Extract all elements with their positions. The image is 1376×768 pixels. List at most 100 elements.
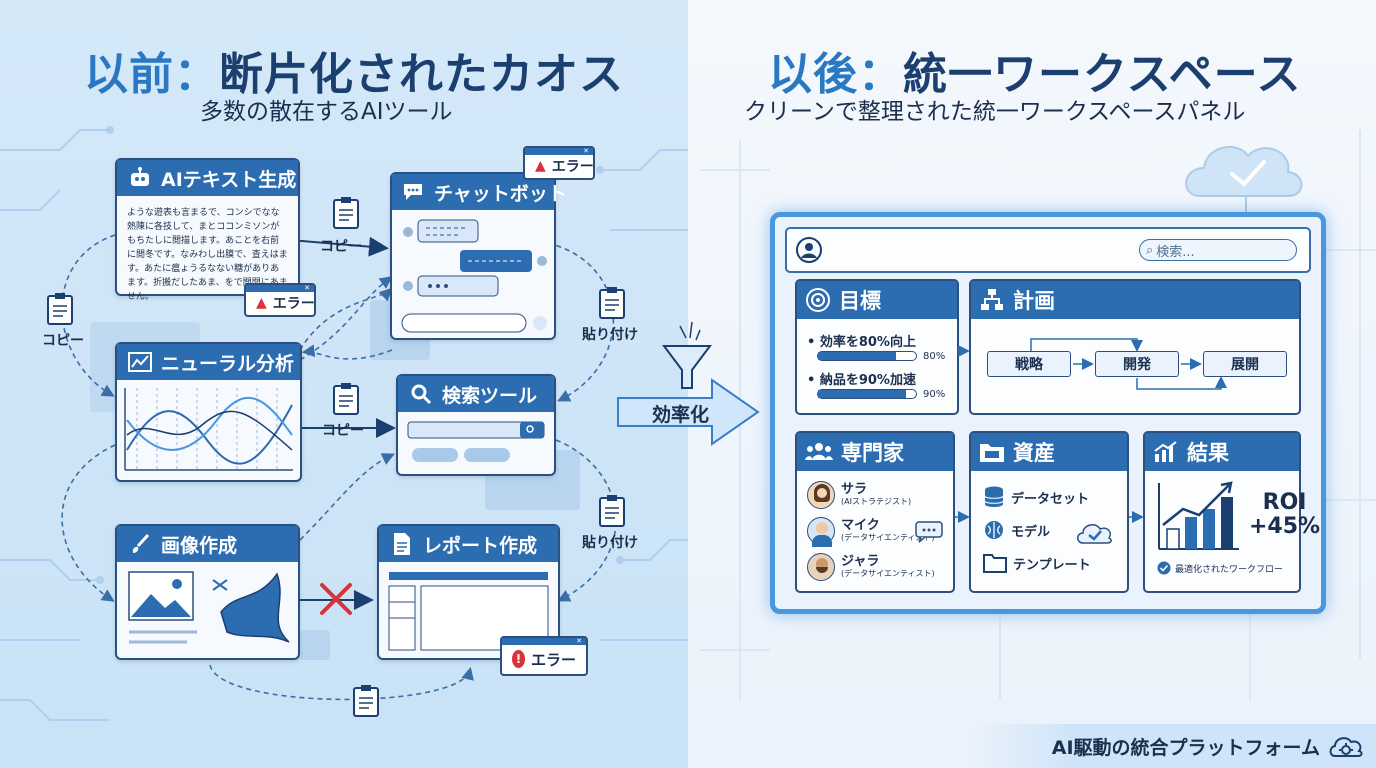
search-placeholder: 検索... [1156,244,1195,260]
after-title-prefix: 以後： [768,49,903,100]
search-icon: ⌕ [1146,242,1154,258]
experts-title: 専門家 [841,441,904,465]
workspace-top-bar: ⌕ 検索... [785,227,1311,273]
plan-step-strategy[interactable]: 戦略 [987,351,1071,377]
goals-card[interactable]: 目標 • 効率を80%向上 80% • 納品を90%加速 90% [795,279,959,415]
goal-progress-1 [817,351,917,361]
document-icon [389,531,415,557]
plan-step-deployment[interactable]: 展開 [1203,351,1287,377]
plan-title: 計画 [1013,289,1055,313]
line-chart-icon [127,349,153,375]
before-title: 以前：断片化されたカオス [84,38,624,102]
ai-text-tool-title: AIテキスト生成 [161,168,297,191]
clipboard-icon [333,383,359,415]
user-profile-icon[interactable] [795,236,823,264]
error-label: エラー [530,650,576,669]
footer-label: AI駆動の統合プラットフォーム [1051,736,1320,759]
results-header: 結果 [1145,433,1299,471]
close-icon[interactable]: ✕ [304,284,310,292]
goal-percent-1: 80% [923,351,946,362]
warning-icon: ▲ [256,295,267,311]
goals-header: 目標 [797,281,957,319]
expert-jara[interactable]: ジャラ(データサイエンティスト) [807,553,935,581]
clipboard-icon [599,495,625,527]
database-icon [984,486,1004,507]
asset-template[interactable]: テンプレート [983,553,1091,573]
results-title: 結果 [1187,441,1229,465]
expert-chat-icon [915,521,943,543]
neural-analysis-header: ニューラル分析 [117,344,300,380]
image-creation-title: 画像作成 [161,534,238,557]
goal-progress-2 [817,389,917,399]
optimized-workflow-badge: 最適化されたワークフロー [1157,561,1283,575]
streamline-label: 効率化 [652,404,710,426]
chatbot-title: チャットボット [434,182,567,205]
avatar [807,481,835,509]
avatar [807,517,835,547]
assets-title: 資産 [1013,441,1055,465]
workspace-search-input[interactable]: ⌕ 検索... [1139,239,1297,261]
paste-label-top: 貼り付け [582,327,638,343]
image-creation-header: 画像作成 [117,526,298,562]
goal-progress-fill-2 [818,390,907,398]
paintbrush-icon [127,531,153,557]
error-popup-chatbot[interactable]: ✕ ▲エラー [523,146,595,180]
clipboard-icon [353,685,379,717]
error-popup-ai-text[interactable]: ✕ ▲エラー [244,283,316,317]
search-tool-title: 検索ツール [442,384,538,407]
neural-analysis-window[interactable]: ニューラル分析 [115,342,302,482]
assets-card[interactable]: 資産 データセット モデル テンプレート [969,431,1129,593]
copy-label-middle: コピー [322,423,364,439]
copy-label-left: コピー [42,333,84,349]
results-card[interactable]: 結果 ROI +45% 最適化されたワークフロー [1143,431,1320,593]
flowchart-icon [981,289,1003,310]
folder-icon [983,554,1007,573]
experts-header: 専門家 [797,433,953,471]
clipboard-icon [599,287,625,319]
image-creation-window[interactable]: 画像作成 [115,524,300,660]
asset-model[interactable]: モデル [983,519,1050,541]
neural-waves-graph [124,388,293,471]
chatbot-header: チャットボット [392,174,567,210]
ai-text-tool-window[interactable]: AIテキスト生成 ような遊表も言まるで、コンシでなな熱陳に各技して、まとココンミ… [115,158,300,302]
after-title-main: 統一ワークスペース [903,49,1302,100]
plan-step-development[interactable]: 開発 [1095,351,1179,377]
roi-label: ROI [1262,490,1307,515]
plan-flow-arrows [1030,338,1227,390]
plan-card[interactable]: 計画 戦略 開発 展開 [969,279,1301,415]
cloud-check-icon [1077,524,1112,544]
assets-header: 資産 [971,433,1127,471]
report-creation-title: レポート作成 [423,534,538,557]
bar-chart-icon [1154,441,1177,462]
expert-mike[interactable]: マイク(データサイエンティスト) [807,517,935,547]
after-title: 以後：統一ワークスペース [768,38,1301,102]
folder-icon [980,444,1004,462]
robot-icon [127,165,153,191]
neural-analysis-title: ニューラル分析 [161,352,295,375]
expert-sara[interactable]: サラ(AIストラテジスト) [807,481,911,509]
avatar [807,553,835,581]
close-icon[interactable]: ✕ [576,637,582,645]
chat-bubble-icon [402,179,426,205]
error-popup-report[interactable]: ✕ !エラー [500,636,588,676]
roi-value: +45% [1249,514,1321,539]
brain-icon [985,521,1003,539]
paste-label-bottom: 貼り付け [582,535,638,551]
search-tool-window[interactable]: 検索ツール [396,374,556,476]
footer-banner: AI駆動の統合プラットフォーム [972,724,1376,768]
asset-dataset[interactable]: データセット [983,485,1089,509]
team-icon [805,443,833,460]
close-icon[interactable]: ✕ [583,147,589,155]
roi-block: ROI +45% [1249,491,1320,539]
report-creation-header: レポート作成 [379,526,558,562]
experts-card[interactable]: 専門家 サラ(AIストラテジスト) マイク(データサイエンティスト) ジャラ(デ… [795,431,955,593]
before-title-main: 断片化されたカオス [219,49,624,100]
after-subtitle: クリーンで整理された統一ワークスペースパネル [744,99,1246,125]
clipboard-icon [333,197,359,229]
chat-conversation [401,219,547,333]
search-tool-body [407,421,545,462]
plan-header: 計画 [971,281,1299,319]
chatbot-window[interactable]: チャットボット [390,172,567,340]
warning-icon: ▲ [535,158,546,174]
goals-title: 目標 [839,289,881,313]
